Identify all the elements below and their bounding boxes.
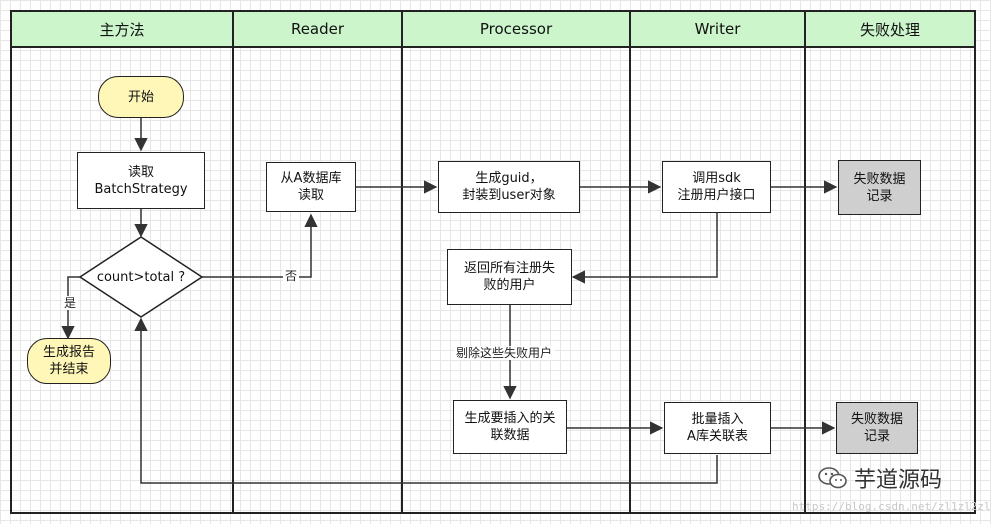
watermark-brand: 芋道源码 bbox=[818, 462, 942, 494]
decision-label: count>total ? bbox=[96, 269, 186, 285]
start-node: 开始 bbox=[98, 76, 184, 118]
gen-guid-node: 生成guid， 封装到user对象 bbox=[438, 161, 580, 213]
edge-loop-back bbox=[134, 317, 718, 484]
edge-decision-yes bbox=[61, 276, 81, 340]
read-db-node: 从A数据库 读取 bbox=[266, 162, 356, 212]
batch-insert-node: 批量插入 A库关联表 bbox=[664, 402, 771, 454]
gen-relation-node: 生成要插入的关 联数据 bbox=[453, 400, 567, 454]
call-sdk-node: 调用sdk 注册用户接口 bbox=[662, 161, 771, 213]
edge-label-no: 否 bbox=[283, 269, 300, 283]
fail-record-node-1: 失败数据 记录 bbox=[838, 160, 921, 215]
edge-label-yes: 是 bbox=[62, 296, 79, 310]
watermark-url: https://blog.csdn.net/zl1zl2zl3 bbox=[792, 500, 991, 513]
read-strategy-node: 读取 BatchStrategy bbox=[77, 152, 205, 209]
edge-decision-no bbox=[202, 213, 318, 278]
lane-body-failure bbox=[804, 46, 976, 514]
edge-label-remove-failed: 剔除这些失败用户 bbox=[454, 346, 555, 360]
watermark-brand-text: 芋道源码 bbox=[854, 468, 943, 493]
fail-record-node-2: 失败数据 记录 bbox=[836, 402, 918, 454]
lane-header-failure: 失败处理 bbox=[804, 10, 976, 48]
lane-header-main: 主方法 bbox=[10, 10, 234, 48]
decision-diamond bbox=[78, 236, 204, 318]
lane-header-processor: Processor bbox=[401, 10, 631, 48]
finish-node: 生成报告 并结束 bbox=[27, 338, 111, 384]
return-failed-node: 返回所有注册失 败的用户 bbox=[447, 249, 572, 305]
wechat-icon bbox=[818, 466, 848, 490]
edge-sdk-to-return bbox=[571, 213, 718, 284]
